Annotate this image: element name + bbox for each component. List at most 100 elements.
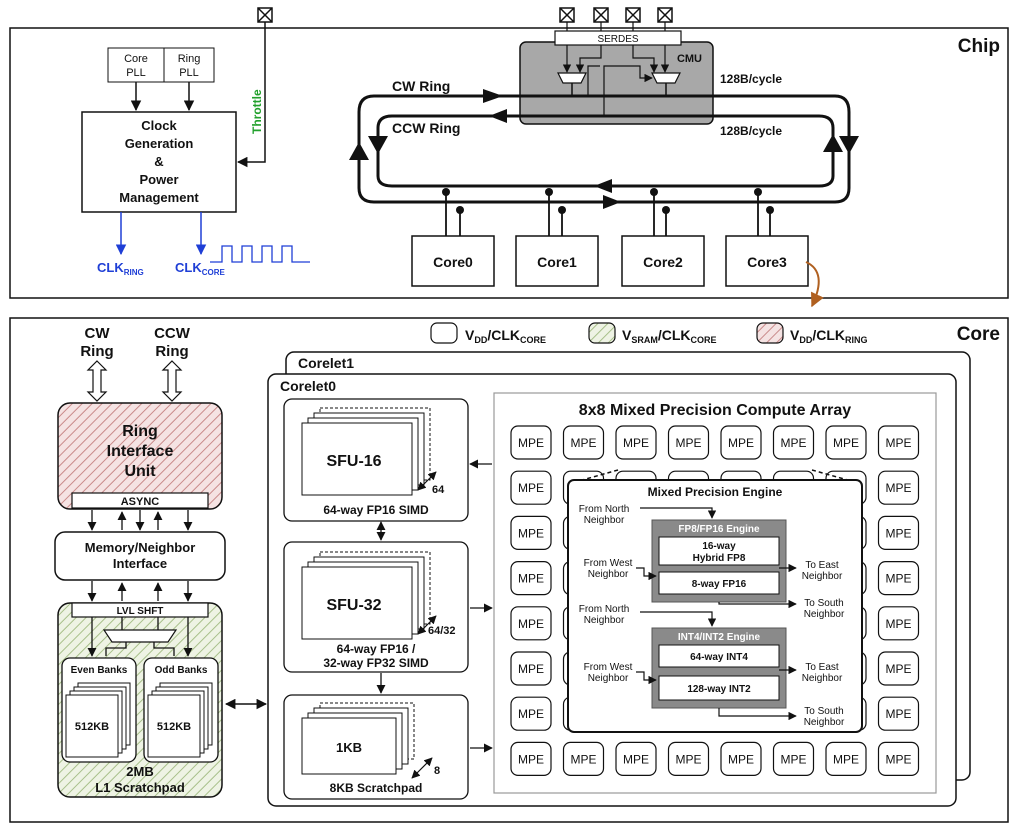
riu-line2: Interface: [107, 443, 174, 460]
mpe-cell-0-3: [667, 425, 710, 460]
from-north-mid-line2: Neighbor: [584, 615, 625, 626]
mpe-label-7-6: MPE: [833, 752, 859, 766]
clock-waveform-icon: [210, 245, 310, 263]
mpe-cell-0-5: [772, 425, 815, 460]
mem-neighbor-line2: Interface: [113, 556, 167, 571]
int4-box: [658, 644, 780, 668]
mpe-label-3-7: MPE: [885, 572, 911, 586]
from-north-top-line1: From North: [579, 504, 630, 515]
mem-neighbor-line1: Memory/Neighbor: [85, 540, 196, 555]
legend: VDD/CLKCORE VSRAM/CLKCORE VDD/CLKRING: [430, 322, 868, 345]
to-south-mid-line1: To South: [804, 598, 843, 609]
mpe-cell-7-2: [615, 741, 657, 777]
sfu32-caption-line2: 32-way FP32 SIMD: [323, 656, 429, 670]
mpe-cell-3-7: [877, 560, 920, 596]
sfu16-stack: [301, 407, 431, 496]
cw-ring-input-line2: Ring: [80, 343, 113, 360]
even-banks-label: Even Banks: [71, 665, 128, 676]
mpe-cell-6-7: [877, 696, 920, 731]
mpe-cell-4-0: [510, 606, 552, 641]
core-box-1: [515, 235, 599, 287]
clock-line2: Generation: [125, 136, 194, 151]
clock-line1: Clock: [141, 118, 177, 133]
mpe-cell-7-5: [772, 741, 815, 777]
mpe-cell-5-0: [510, 651, 552, 686]
mpe-cell-1-0: [510, 470, 552, 505]
cw-ring-loop: [357, 94, 851, 204]
mpe-label-7-0: MPE: [518, 752, 544, 766]
clock-line4: Power: [139, 172, 178, 187]
async-bar: [71, 492, 209, 509]
core-box-2: [621, 235, 705, 287]
mpe-cell-4-7: [877, 606, 920, 641]
legend-swatch-green: [588, 322, 616, 344]
clk-ring-label: CLKRING: [97, 260, 144, 277]
memory-neighbor-interface: [54, 531, 226, 581]
int4-label: 64-way INT4: [690, 652, 748, 663]
mpe-cell-7-7: [877, 741, 920, 777]
int2-box: [658, 675, 780, 701]
from-west-bottom-line1: From West: [584, 662, 633, 673]
mpe-cell-7-3: [667, 741, 710, 777]
fp-engine-label: FP8/FP16 Engine: [678, 524, 760, 535]
fp16-box: [658, 571, 780, 595]
scratchpad-stack: [301, 702, 415, 775]
core-pll-box: [107, 47, 165, 83]
mpe-label-2-7: MPE: [885, 526, 911, 540]
mpe-label-0-5: MPE: [780, 436, 806, 450]
core-pll-line2: PLL: [126, 67, 146, 79]
mpe-cell-2-7: [877, 515, 920, 551]
fp8-line1: 16-way: [702, 541, 736, 552]
mpe-label-3-0: MPE: [518, 572, 544, 586]
io-pin-icons: [559, 7, 673, 32]
from-west-bottom-line2: Neighbor: [588, 673, 629, 684]
mpe-label-2-0: MPE: [518, 526, 544, 540]
mpe-label-7-5: MPE: [780, 752, 806, 766]
mpe-cell-1-7: [877, 470, 920, 505]
legend-label-green: VSRAM/CLKCORE: [622, 327, 717, 345]
corelet0-label: Corelet0: [280, 378, 336, 394]
clock-line5: Management: [119, 190, 199, 205]
serdes-label: SERDES: [597, 34, 638, 45]
mpe-label-7-3: MPE: [675, 752, 701, 766]
fp16-label: 8-way FP16: [692, 579, 747, 590]
mpe-cell-3-0: [510, 560, 552, 596]
zoom-arrow: [805, 261, 824, 308]
clk-core-label: CLKCORE: [175, 260, 225, 277]
mpe-label-7-4: MPE: [728, 752, 754, 766]
mpe-label-0-3: MPE: [675, 436, 701, 450]
mixed-precision-engine-detail: Mixed Precision Engine From North Neighb…: [567, 479, 863, 733]
legend-swatch-plain: [430, 322, 458, 344]
fp8-line2: Hybrid FP8: [693, 553, 746, 564]
mpe-label-5-7: MPE: [885, 662, 911, 676]
throttle-pin-icon: [257, 7, 273, 23]
scratch-caption: 8KB Scratchpad: [330, 781, 423, 795]
mpe-cell-5-7: [877, 651, 920, 686]
lvl-shft-label: LVL SHFT: [117, 606, 164, 617]
even-bank-size: 512KB: [75, 721, 109, 733]
cw-ring-input-line1: CW: [85, 325, 111, 342]
ccw-ring-loop: [376, 114, 835, 188]
fp8-box: [658, 536, 780, 566]
ccw-ring-label: CCW Ring: [392, 120, 460, 136]
cw-ring-label: CW Ring: [392, 78, 450, 94]
from-north-top-line2: Neighbor: [584, 515, 625, 526]
ring-pll-line2: PLL: [179, 67, 199, 79]
mpe-label-6-0: MPE: [518, 707, 544, 721]
mpe-label-4-0: MPE: [518, 617, 544, 631]
mpe-cell-6-0: [510, 696, 552, 731]
mpe-label-1-0: MPE: [518, 481, 544, 495]
mpe-label-0-6: MPE: [833, 436, 859, 450]
ccw-ring-input-line1: CCW: [154, 325, 191, 342]
riu-line1: Ring: [122, 423, 158, 440]
mpe-cell-0-4: [720, 425, 762, 460]
sfu32-stack: [301, 551, 431, 640]
bank-mux-icon: [102, 629, 178, 643]
bandwidth-bottom-label: 128B/cycle: [720, 124, 782, 138]
odd-banks-label: Odd Banks: [155, 665, 208, 676]
mpe-cell-2-0: [510, 515, 552, 551]
chip-panel: Chip Core PLL Ring PLL Clock Generation …: [9, 7, 1009, 308]
mpe-engine-title: Mixed Precision Engine: [648, 485, 783, 499]
throttle-label: Throttle: [250, 89, 264, 134]
